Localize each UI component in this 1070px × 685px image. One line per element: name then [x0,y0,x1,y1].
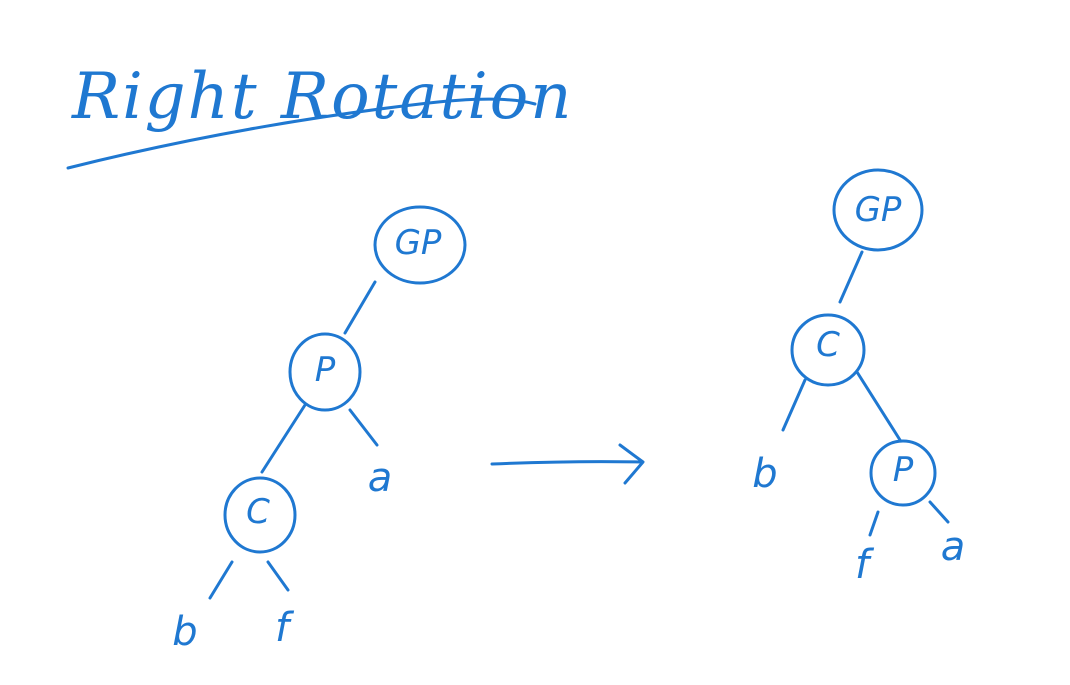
node-label: C [816,325,840,365]
edge-c-p-after [855,370,902,442]
node-label: C [246,492,270,532]
node-gp-before: GP [373,205,467,285]
leaf-b-after: b [752,451,777,497]
leaf-f-before: f [275,605,295,651]
node-circle [869,439,937,507]
before-tree: GP P C a b f [172,205,467,655]
node-circle [373,205,467,285]
right-arrow-icon [490,443,645,485]
node-circle [223,476,297,554]
node-label: GP [855,190,902,230]
node-label: P [893,450,914,490]
leaf-a-before: a [368,455,393,501]
node-circle [790,313,866,387]
node-label: P [315,350,336,390]
node-label: GP [395,223,442,263]
after-tree: GP C P b f a [752,168,966,588]
node-p-after: P [869,439,937,507]
leaf-f-after: f [855,542,875,588]
edge-gp-c-after [838,250,864,304]
leaf-b-before: b [172,609,197,655]
edge-gp-p-before [343,280,377,335]
diagram-title: Right Rotation [71,60,573,134]
title-underline [66,97,537,170]
edge-c-f-before [266,560,290,592]
node-circle [288,332,362,412]
edge-c-b-before [208,560,234,600]
edge-p-a-after [928,500,950,524]
node-gp-after: GP [832,168,924,252]
arrow-head [618,443,645,485]
leaf-a-after: a [941,524,966,570]
edge-p-a-before [348,408,379,447]
edge-p-f-after [868,510,880,537]
arrow-shaft [490,460,644,466]
node-p-before: P [288,332,362,412]
edge-c-b-after [781,378,807,432]
node-circle [832,168,924,252]
node-c-after: C [790,313,866,387]
node-c-before: C [223,476,297,554]
edge-p-c-before [260,403,307,474]
title-group: Right Rotation [66,60,573,170]
